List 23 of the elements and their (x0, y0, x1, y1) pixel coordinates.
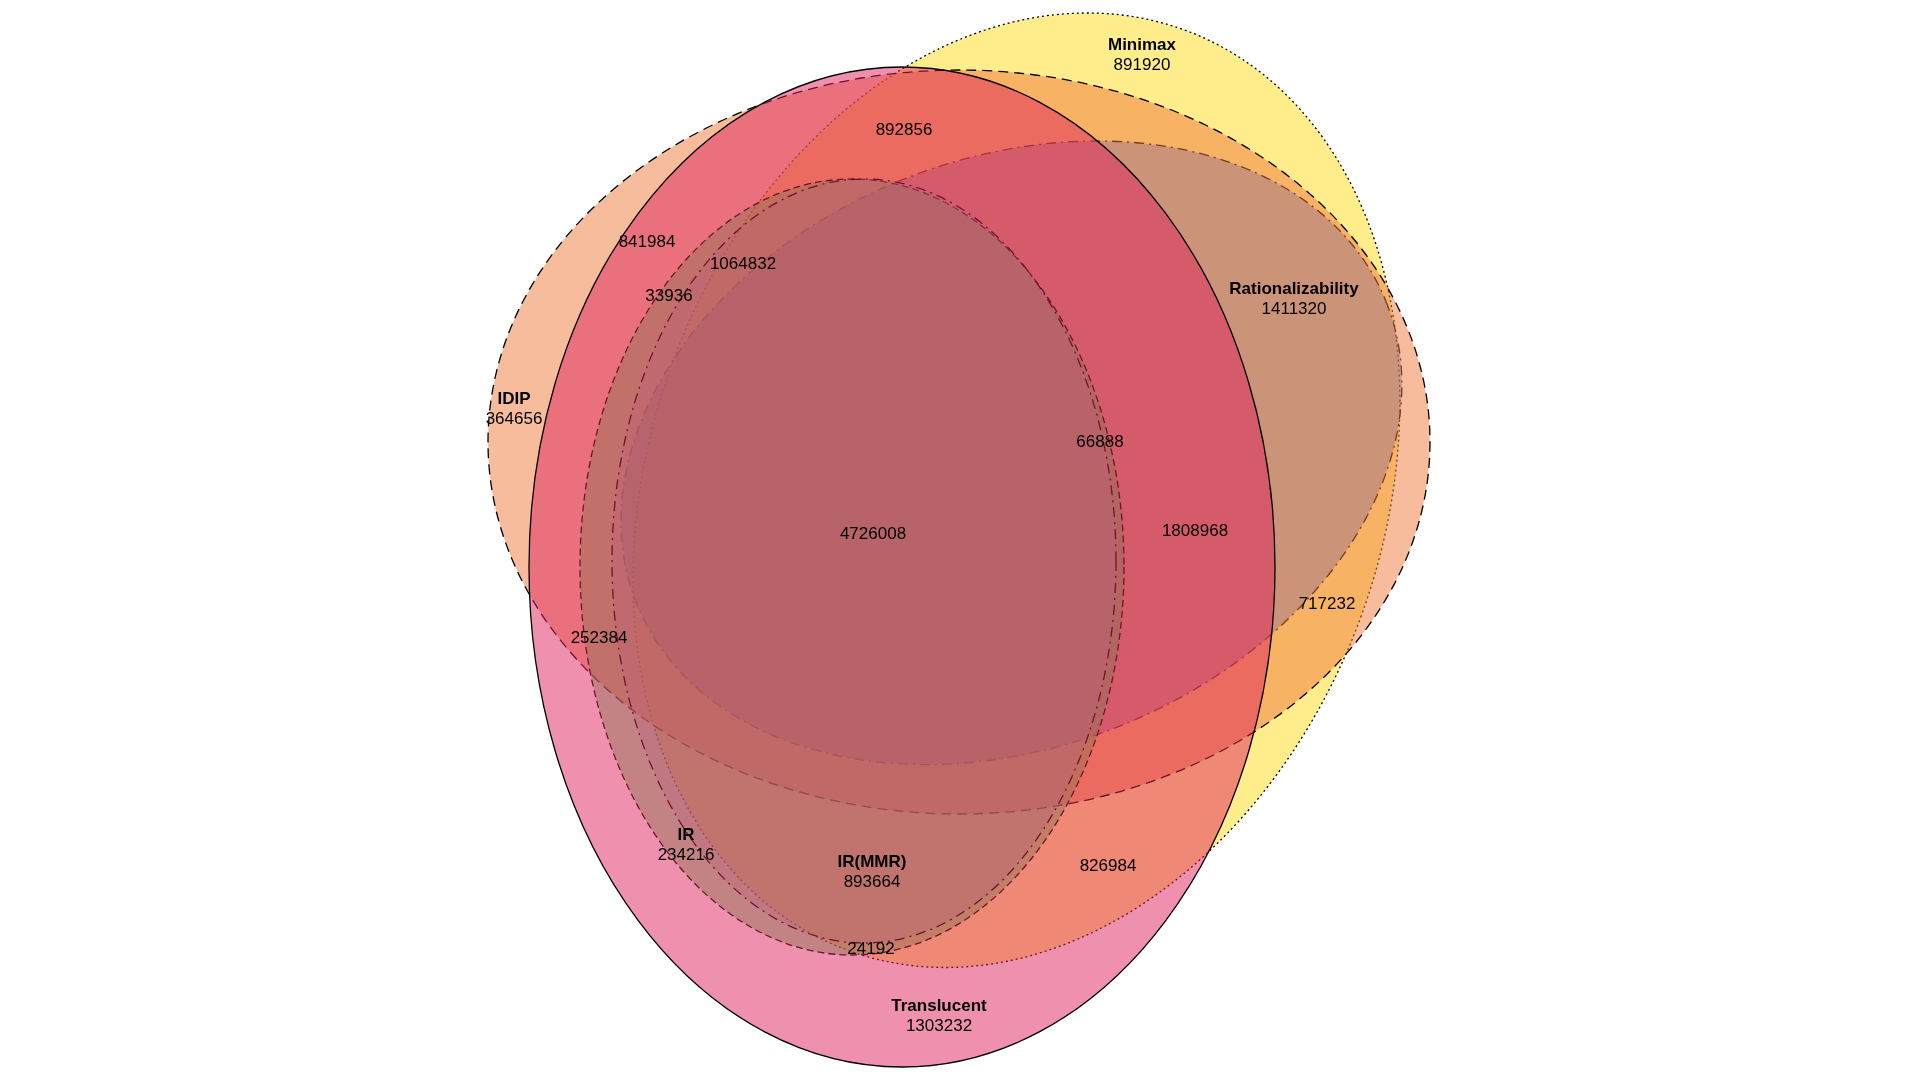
set-name: Rationalizability (1229, 279, 1359, 299)
set-count: 891920 (1113, 55, 1171, 75)
region-count: 892856 (875, 120, 933, 140)
set-name: IDIP (497, 389, 531, 409)
region-count: 4726008 (839, 524, 907, 544)
region-count: 1064832 (709, 254, 777, 274)
region-count: 717232 (1298, 594, 1356, 614)
set-count: 1411320 (1261, 299, 1327, 319)
region-count: 252384 (570, 628, 628, 648)
region-count: 33936 (645, 286, 693, 306)
region-count: 841984 (618, 232, 676, 252)
set-name: IR(MMR) (837, 852, 907, 872)
region-count: 66888 (1076, 432, 1124, 452)
set-name: Minimax (1107, 35, 1176, 55)
region-count: 826984 (1079, 856, 1137, 876)
set-name: Translucent (891, 996, 987, 1016)
region-count: 24192 (847, 939, 895, 959)
set-name: IR (677, 825, 695, 845)
set-count: 234216 (657, 845, 715, 865)
set-count: 893664 (843, 872, 901, 892)
region-count: 1808968 (1161, 521, 1229, 541)
set-count: 364656 (485, 409, 543, 429)
set-count: 1303232 (905, 1016, 973, 1036)
